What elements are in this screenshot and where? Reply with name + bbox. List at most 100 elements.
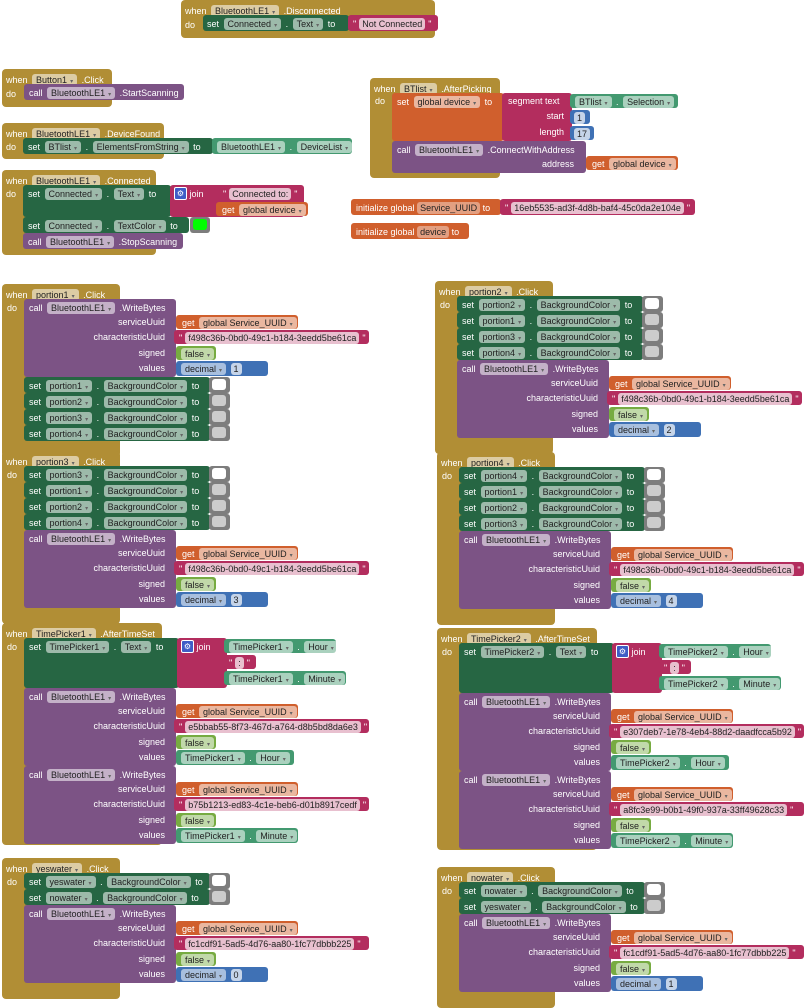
text-literal[interactable]: Not Connected bbox=[359, 17, 426, 30]
boolean-dropdown[interactable]: false▾ bbox=[616, 579, 650, 592]
color-swatch-light-gray[interactable] bbox=[212, 484, 226, 495]
variable-name-field[interactable]: Service_UUID bbox=[417, 201, 481, 214]
boolean-block[interactable]: false▾ bbox=[176, 735, 216, 749]
property-dropdown[interactable]: BackgroundColor▾ bbox=[542, 900, 626, 913]
color-block[interactable] bbox=[209, 498, 230, 514]
variable-dropdown[interactable]: global Service_UUID▾ bbox=[199, 316, 297, 329]
property-dropdown[interactable]: Minute▾ bbox=[691, 834, 733, 847]
number-literal[interactable]: 0 bbox=[230, 968, 242, 981]
variable-getter-block[interactable]: get global device▾ bbox=[216, 202, 308, 216]
color-block[interactable] bbox=[209, 393, 230, 409]
number-literal[interactable]: 1 bbox=[665, 977, 677, 990]
boolean-dropdown[interactable]: false▾ bbox=[181, 814, 215, 827]
number-literal[interactable]: 2 bbox=[663, 423, 675, 436]
text-literal[interactable]: b75b1213-ed83-4c1e-beb6-d01b8917cedf bbox=[185, 798, 360, 811]
boolean-block[interactable]: false▾ bbox=[176, 346, 216, 360]
call-block[interactable]: call BluetoothLE1▾ .StopScanning bbox=[23, 233, 183, 249]
text-block[interactable]: "e5bbab55-8f73-467d-a764-d8b5bd8da6e3" bbox=[174, 719, 369, 733]
property-dropdown[interactable]: BackgroundColor▾ bbox=[536, 314, 621, 327]
text-literal[interactable]: f498c36b-0bd0-49c1-b184-3eedd5be61ca bbox=[185, 331, 360, 344]
radix-dropdown[interactable]: decimal▾ bbox=[181, 968, 227, 981]
variable-getter-block[interactable]: get global Service_UUID▾ bbox=[176, 782, 298, 796]
component-dropdown[interactable]: BluetoothLE1▾ bbox=[32, 174, 101, 187]
variable-getter-block[interactable]: get global Service_UUID▾ bbox=[611, 547, 733, 561]
text-block[interactable]: "fc1cdf91-5ad5-4d76-aa80-1fc77dbbb225" bbox=[174, 936, 369, 950]
variable-getter-block[interactable]: get global Service_UUID▾ bbox=[611, 709, 733, 723]
component-dropdown[interactable]: portion4▾ bbox=[478, 346, 526, 359]
text-block[interactable]: "b75b1213-ed83-4c1e-beb6-d01b8917cedf" bbox=[174, 797, 369, 811]
variable-dropdown[interactable]: global Service_UUID▾ bbox=[199, 783, 297, 796]
variable-getter-block[interactable]: get global Service_UUID▾ bbox=[609, 376, 731, 390]
component-dropdown[interactable]: portion2▾ bbox=[45, 500, 93, 513]
property-dropdown[interactable]: Text▾ bbox=[113, 187, 145, 200]
property-getter-block[interactable]: TimePicker1▾ . Minute▾ bbox=[176, 828, 298, 843]
color-swatch-light-gray[interactable] bbox=[212, 891, 226, 902]
component-dropdown[interactable]: portion2▾ bbox=[480, 501, 528, 514]
property-dropdown[interactable]: BackgroundColor▾ bbox=[103, 891, 187, 904]
component-dropdown[interactable]: nowater▾ bbox=[480, 884, 527, 897]
color-block[interactable] bbox=[644, 898, 665, 914]
color-block[interactable] bbox=[644, 882, 665, 898]
call-block-writebytes[interactable]: call BluetoothLE1▾ .WriteBytes serviceUu… bbox=[457, 360, 609, 438]
color-swatch-light-gray[interactable] bbox=[645, 314, 659, 325]
component-dropdown[interactable]: portion3▾ bbox=[480, 517, 528, 530]
init-global-service-uuid[interactable]: initialize global Service_UUID to bbox=[351, 199, 501, 215]
property-getter-block[interactable]: TimePicker2▾ . Minute▾ bbox=[611, 833, 733, 848]
color-swatch-white[interactable] bbox=[645, 298, 659, 309]
text-block[interactable]: "Connected to: " bbox=[218, 186, 304, 200]
component-dropdown[interactable]: BluetoothLE1▾ bbox=[482, 695, 551, 708]
variable-getter-block[interactable]: get global Service_UUID▾ bbox=[176, 546, 298, 560]
color-swatch-white[interactable] bbox=[647, 469, 661, 480]
call-block-writebytes[interactable]: call BluetoothLE1▾ .WriteBytes serviceUu… bbox=[459, 531, 611, 609]
radix-dropdown[interactable]: decimal▾ bbox=[181, 362, 227, 375]
variable-dropdown[interactable]: global device▾ bbox=[239, 203, 306, 216]
setter-block[interactable]: set portion2▾ . BackgroundColor▾ to bbox=[457, 296, 643, 312]
variable-getter-block[interactable]: get global Service_UUID▾ bbox=[611, 930, 733, 944]
property-getter-block[interactable]: TimePicker1▾ . Hour▾ bbox=[176, 750, 294, 765]
boolean-dropdown[interactable]: false▾ bbox=[614, 408, 648, 421]
text-literal[interactable]: fc1cdf91-5ad5-4d76-aa80-1fc77dbbb225 bbox=[620, 946, 790, 959]
text-literal[interactable]: a8fc3e99-b0b1-49f0-937a-33ff49628c33 bbox=[620, 803, 788, 816]
variable-dropdown[interactable]: global device▾ bbox=[413, 95, 481, 108]
join-block[interactable]: ⚙ join bbox=[177, 638, 227, 688]
text-block[interactable]: "16eb5535-ad3f-4d8b-baf4-45c0da2e104e" bbox=[500, 199, 695, 215]
color-swatch-light-gray[interactable] bbox=[212, 427, 226, 438]
variable-getter-block[interactable]: get global device▾ bbox=[586, 156, 678, 170]
component-dropdown[interactable]: portion2▾ bbox=[45, 395, 93, 408]
variable-dropdown[interactable]: global Service_UUID▾ bbox=[634, 548, 732, 561]
component-dropdown[interactable]: BluetoothLE1▾ bbox=[32, 127, 101, 140]
call-block-writebytes[interactable]: call BluetoothLE1▾ .WriteBytes serviceUu… bbox=[24, 530, 176, 608]
call-block-writebytes[interactable]: call BluetoothLE1▾ .WriteBytes serviceUu… bbox=[24, 299, 176, 377]
property-dropdown[interactable]: BackgroundColor▾ bbox=[103, 395, 188, 408]
component-dropdown[interactable]: TimePicker1▾ bbox=[181, 751, 245, 764]
color-swatch-white[interactable] bbox=[647, 884, 661, 895]
text-literal[interactable]: : bbox=[235, 656, 244, 669]
color-block[interactable] bbox=[644, 515, 665, 531]
radix-dropdown[interactable]: decimal▾ bbox=[614, 423, 660, 436]
variable-dropdown[interactable]: global device▾ bbox=[609, 157, 676, 170]
color-block[interactable] bbox=[644, 499, 665, 515]
color-block[interactable] bbox=[642, 296, 663, 312]
variable-getter-block[interactable]: get global Service_UUID▾ bbox=[176, 704, 298, 718]
decimal-number-block[interactable]: decimal▾ 1 bbox=[176, 361, 268, 376]
boolean-block[interactable]: false▾ bbox=[611, 578, 651, 592]
component-dropdown[interactable]: yeswater▾ bbox=[480, 900, 531, 913]
component-dropdown[interactable]: portion2▾ bbox=[465, 285, 512, 298]
text-literal[interactable]: f498c36b-0bd0-49c1-b184-3eedd5be61ca bbox=[620, 563, 795, 576]
number-literal[interactable]: 4 bbox=[665, 594, 677, 607]
component-dropdown[interactable]: portion1▾ bbox=[45, 484, 93, 497]
number-literal[interactable]: 17 bbox=[574, 127, 591, 140]
variable-getter-block[interactable]: get global Service_UUID▾ bbox=[176, 315, 298, 329]
color-block[interactable] bbox=[209, 514, 230, 530]
setter-block[interactable]: set Connected▾ . Text▾ to bbox=[203, 15, 349, 31]
boolean-dropdown[interactable]: false▾ bbox=[616, 819, 650, 832]
variable-setter-block[interactable]: set global device▾ to bbox=[392, 93, 504, 141]
property-dropdown[interactable]: BackgroundColor▾ bbox=[536, 346, 621, 359]
property-getter-block[interactable]: TimePicker1▾ . Minute▾ bbox=[224, 671, 346, 685]
number-literal[interactable]: 1 bbox=[574, 111, 586, 124]
color-swatch-white[interactable] bbox=[212, 379, 226, 390]
color-block[interactable] bbox=[209, 889, 230, 905]
text-literal[interactable]: f498c36b-0bd0-49c1-b184-3eedd5be61ca bbox=[618, 392, 793, 405]
component-dropdown[interactable]: portion4▾ bbox=[45, 427, 93, 440]
setter-block[interactable]: set portion2▾ . BackgroundColor▾ to bbox=[24, 393, 210, 409]
